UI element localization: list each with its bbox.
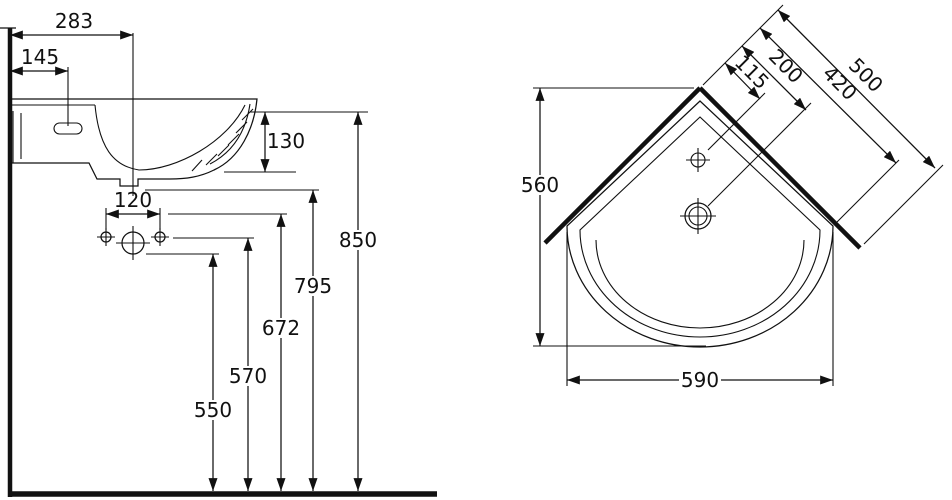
- dim-850-label: 850: [339, 228, 377, 252]
- dim-130-label: 130: [267, 129, 305, 153]
- side-view: 283 145 130 120 850: [0, 9, 437, 497]
- dim-795: 795: [145, 189, 334, 491]
- dim-590: 590: [566, 232, 834, 392]
- dim-550-label: 550: [194, 398, 232, 422]
- tap-hole-plan: [686, 148, 710, 172]
- dim-590-label: 590: [681, 368, 719, 392]
- dim-560: 560: [519, 87, 706, 347]
- ext-line-basin-edge: [836, 159, 900, 223]
- basin-plan: [566, 100, 834, 348]
- basin-inner-rim: [579, 116, 821, 338]
- bowl-outline: [595, 239, 805, 329]
- dim-120: 120: [105, 188, 161, 230]
- dim-795-label: 795: [294, 274, 332, 298]
- dim-420: 420: [759, 27, 897, 164]
- dim-145: 145: [10, 45, 68, 76]
- corner-wall-right: [698, 86, 862, 250]
- dim-550: 550: [146, 253, 234, 491]
- dim-672-label: 672: [262, 316, 300, 340]
- bowl-inner-curve: [94, 104, 246, 171]
- drain-hole-plan: [680, 198, 716, 234]
- dim-283: 283: [10, 9, 133, 40]
- basin-side-profile: [10, 98, 258, 187]
- corner-wall-left: [543, 86, 702, 245]
- basin-outer-rim: [566, 100, 834, 348]
- dim-120-label: 120: [114, 188, 152, 212]
- mounting-holes: [97, 226, 169, 260]
- front-rim-inner-line: [209, 103, 251, 165]
- dim-145-label: 145: [21, 45, 59, 69]
- dim-570-label: 570: [229, 364, 267, 388]
- ext-line-apex: [702, 4, 784, 86]
- plan-view: 115 200 420 500 560: [519, 4, 944, 392]
- dim-850: 850: [337, 112, 379, 491]
- dim-200-label: 200: [764, 44, 808, 88]
- dim-570: 570: [173, 237, 269, 491]
- dim-500: 500: [777, 9, 936, 169]
- dim-560-label: 560: [521, 173, 559, 197]
- back-edge-detail: [12, 111, 22, 163]
- basin-outer-profile: [10, 98, 258, 187]
- dim-672: 672: [168, 213, 302, 491]
- ext-line-wall-end: [863, 164, 944, 245]
- dim-130: 130: [224, 111, 368, 173]
- dim-283-label: 283: [55, 9, 93, 33]
- rim-hatching: [191, 108, 254, 172]
